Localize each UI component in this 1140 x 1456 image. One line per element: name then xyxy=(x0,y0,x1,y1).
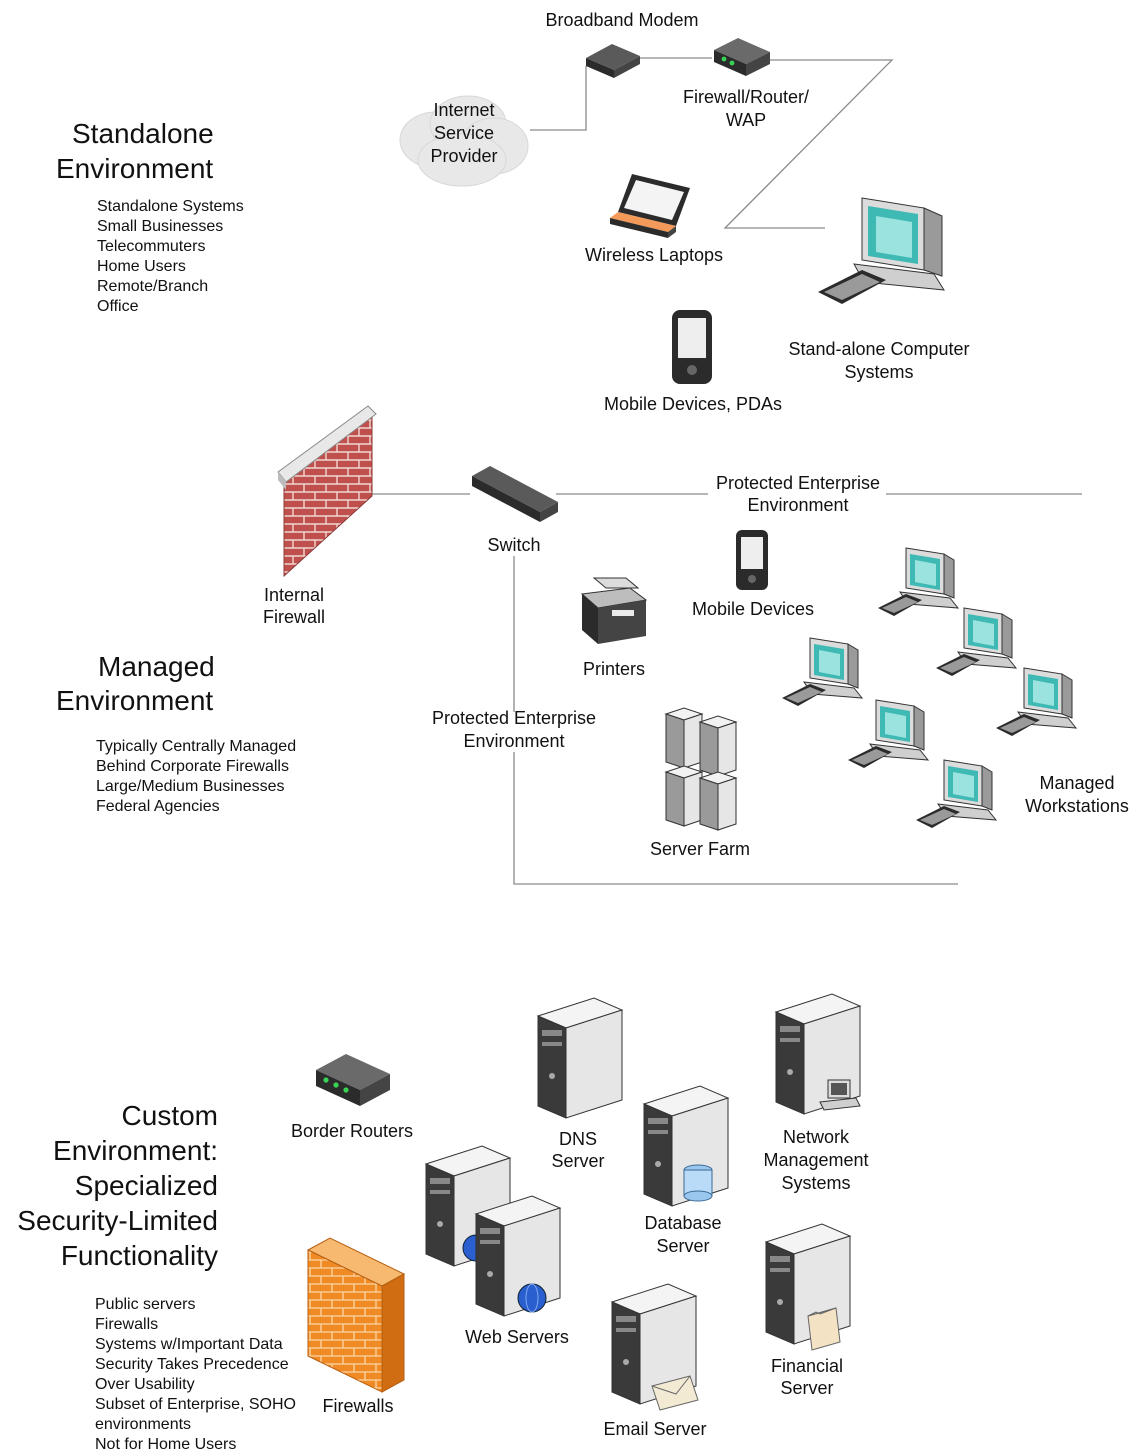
list-item: Large/Medium Businesses xyxy=(96,778,285,795)
pda-icon xyxy=(672,310,712,384)
internal-firewall-label-2: Firewall xyxy=(262,607,325,627)
custom-title-line3: Specialized xyxy=(74,1170,218,1201)
firewall-router-label-1: Firewall/Router/ xyxy=(682,87,810,107)
brick-firewall-icon xyxy=(277,405,377,578)
managed-ws-label-1: Managed xyxy=(1039,773,1115,793)
protected-top-label-2: Environment xyxy=(747,495,849,515)
standalone-computer-label-1: Stand-alone Computer xyxy=(788,339,970,359)
printer-icon xyxy=(580,577,648,644)
nms-label-1: Network xyxy=(782,1127,849,1147)
custom-title-line1: Custom xyxy=(121,1100,218,1131)
web-servers-label: Web Servers xyxy=(465,1327,569,1347)
workstation-icon xyxy=(915,759,997,829)
database-server-icon xyxy=(643,1085,729,1207)
list-item: Office xyxy=(97,298,139,315)
list-item: Not for Home Users xyxy=(95,1436,237,1453)
standalone-computer-label-2: Systems xyxy=(844,362,914,382)
list-item: Standalone Systems xyxy=(97,198,244,215)
list-item: Public servers xyxy=(95,1296,196,1313)
printers-label: Printers xyxy=(582,659,645,679)
list-item: Security Takes Precedence xyxy=(95,1356,289,1373)
border-routers-label: Border Routers xyxy=(290,1121,414,1141)
network-management-icon xyxy=(775,993,861,1115)
list-item: Systems w/Important Data xyxy=(95,1336,283,1353)
border-router-icon xyxy=(316,1054,390,1106)
financial-label-1: Financial xyxy=(770,1356,844,1376)
custom-title-line4: Security-Limited xyxy=(17,1205,218,1236)
router-to-lan-line xyxy=(723,59,894,229)
router-icon xyxy=(714,38,770,76)
internal-firewall-label-1: Internal xyxy=(263,585,325,605)
isp-label-3: Provider xyxy=(430,146,498,166)
dns-server-icon xyxy=(537,997,623,1119)
switch-label: Switch xyxy=(487,535,541,555)
mobile-devices-label: Mobile Devices xyxy=(691,599,815,619)
isp-label-2: Service xyxy=(433,123,495,143)
protected-top-label-1: Protected Enterprise xyxy=(715,473,881,493)
database-label-2: Server xyxy=(656,1236,710,1256)
firewalls-label: Firewalls xyxy=(322,1396,394,1416)
desktop-computer-icon xyxy=(818,197,945,304)
broadband-modem-label: Broadband Modem xyxy=(545,10,699,30)
dns-label-2: Server xyxy=(551,1151,605,1171)
laptop-icon xyxy=(610,174,690,238)
server-farm-label: Server Farm xyxy=(649,839,750,859)
managed-ws-label-2: Workstations xyxy=(1025,796,1129,816)
switch-icon xyxy=(472,466,558,522)
list-item: Federal Agencies xyxy=(96,798,220,815)
custom-title-line2: Environment: xyxy=(53,1135,218,1166)
web-server-icon xyxy=(475,1195,561,1317)
mobile-device-icon xyxy=(736,530,768,590)
custom-title-line5: Functionality xyxy=(60,1240,218,1271)
workstation-icon xyxy=(995,667,1077,737)
standalone-title-line1: Standalone xyxy=(72,118,214,149)
protected-left-label-2: Environment xyxy=(463,731,565,751)
list-item: environments xyxy=(95,1416,192,1433)
list-item: Subset of Enterprise, SOHO xyxy=(95,1396,296,1413)
email-server-label: Email Server xyxy=(603,1419,707,1439)
dns-label-1: DNS xyxy=(558,1129,597,1149)
firewall-router-label-2: WAP xyxy=(725,110,767,130)
list-item: Small Businesses xyxy=(97,218,224,235)
database-label-1: Database xyxy=(644,1213,722,1233)
email-server-icon xyxy=(611,1283,699,1411)
list-item: Over Usability xyxy=(95,1376,195,1393)
cloud-icon xyxy=(399,95,529,187)
standalone-title-line2: Environment xyxy=(56,153,214,184)
list-item: Home Users xyxy=(97,258,186,275)
switch-down-line-b xyxy=(513,752,958,885)
nms-label-3: Systems xyxy=(781,1173,851,1193)
financial-label-2: Server xyxy=(780,1378,834,1398)
server-farm-icon xyxy=(664,707,738,831)
modem-icon xyxy=(586,44,640,78)
managed-title-line2: Environment xyxy=(56,685,214,716)
nms-label-2: Management xyxy=(763,1150,869,1170)
wireless-laptops-label: Wireless Laptops xyxy=(584,245,724,265)
isp-to-modem-line xyxy=(530,66,587,131)
managed-title-line1: Managed xyxy=(98,651,215,682)
mobile-pdas-label: Mobile Devices, PDAs xyxy=(603,394,783,414)
list-item: Behind Corporate Firewalls xyxy=(96,758,289,775)
list-item: Telecommuters xyxy=(97,238,206,255)
financial-server-icon xyxy=(765,1223,851,1351)
list-item: Typically Centrally Managed xyxy=(96,738,297,755)
isp-label-1: Internet xyxy=(433,100,495,120)
list-item: Remote/Branch xyxy=(97,278,209,295)
list-item: Firewalls xyxy=(95,1316,159,1333)
firewall-icon xyxy=(306,1237,406,1393)
protected-left-label-1: Protected Enterprise xyxy=(431,708,597,728)
